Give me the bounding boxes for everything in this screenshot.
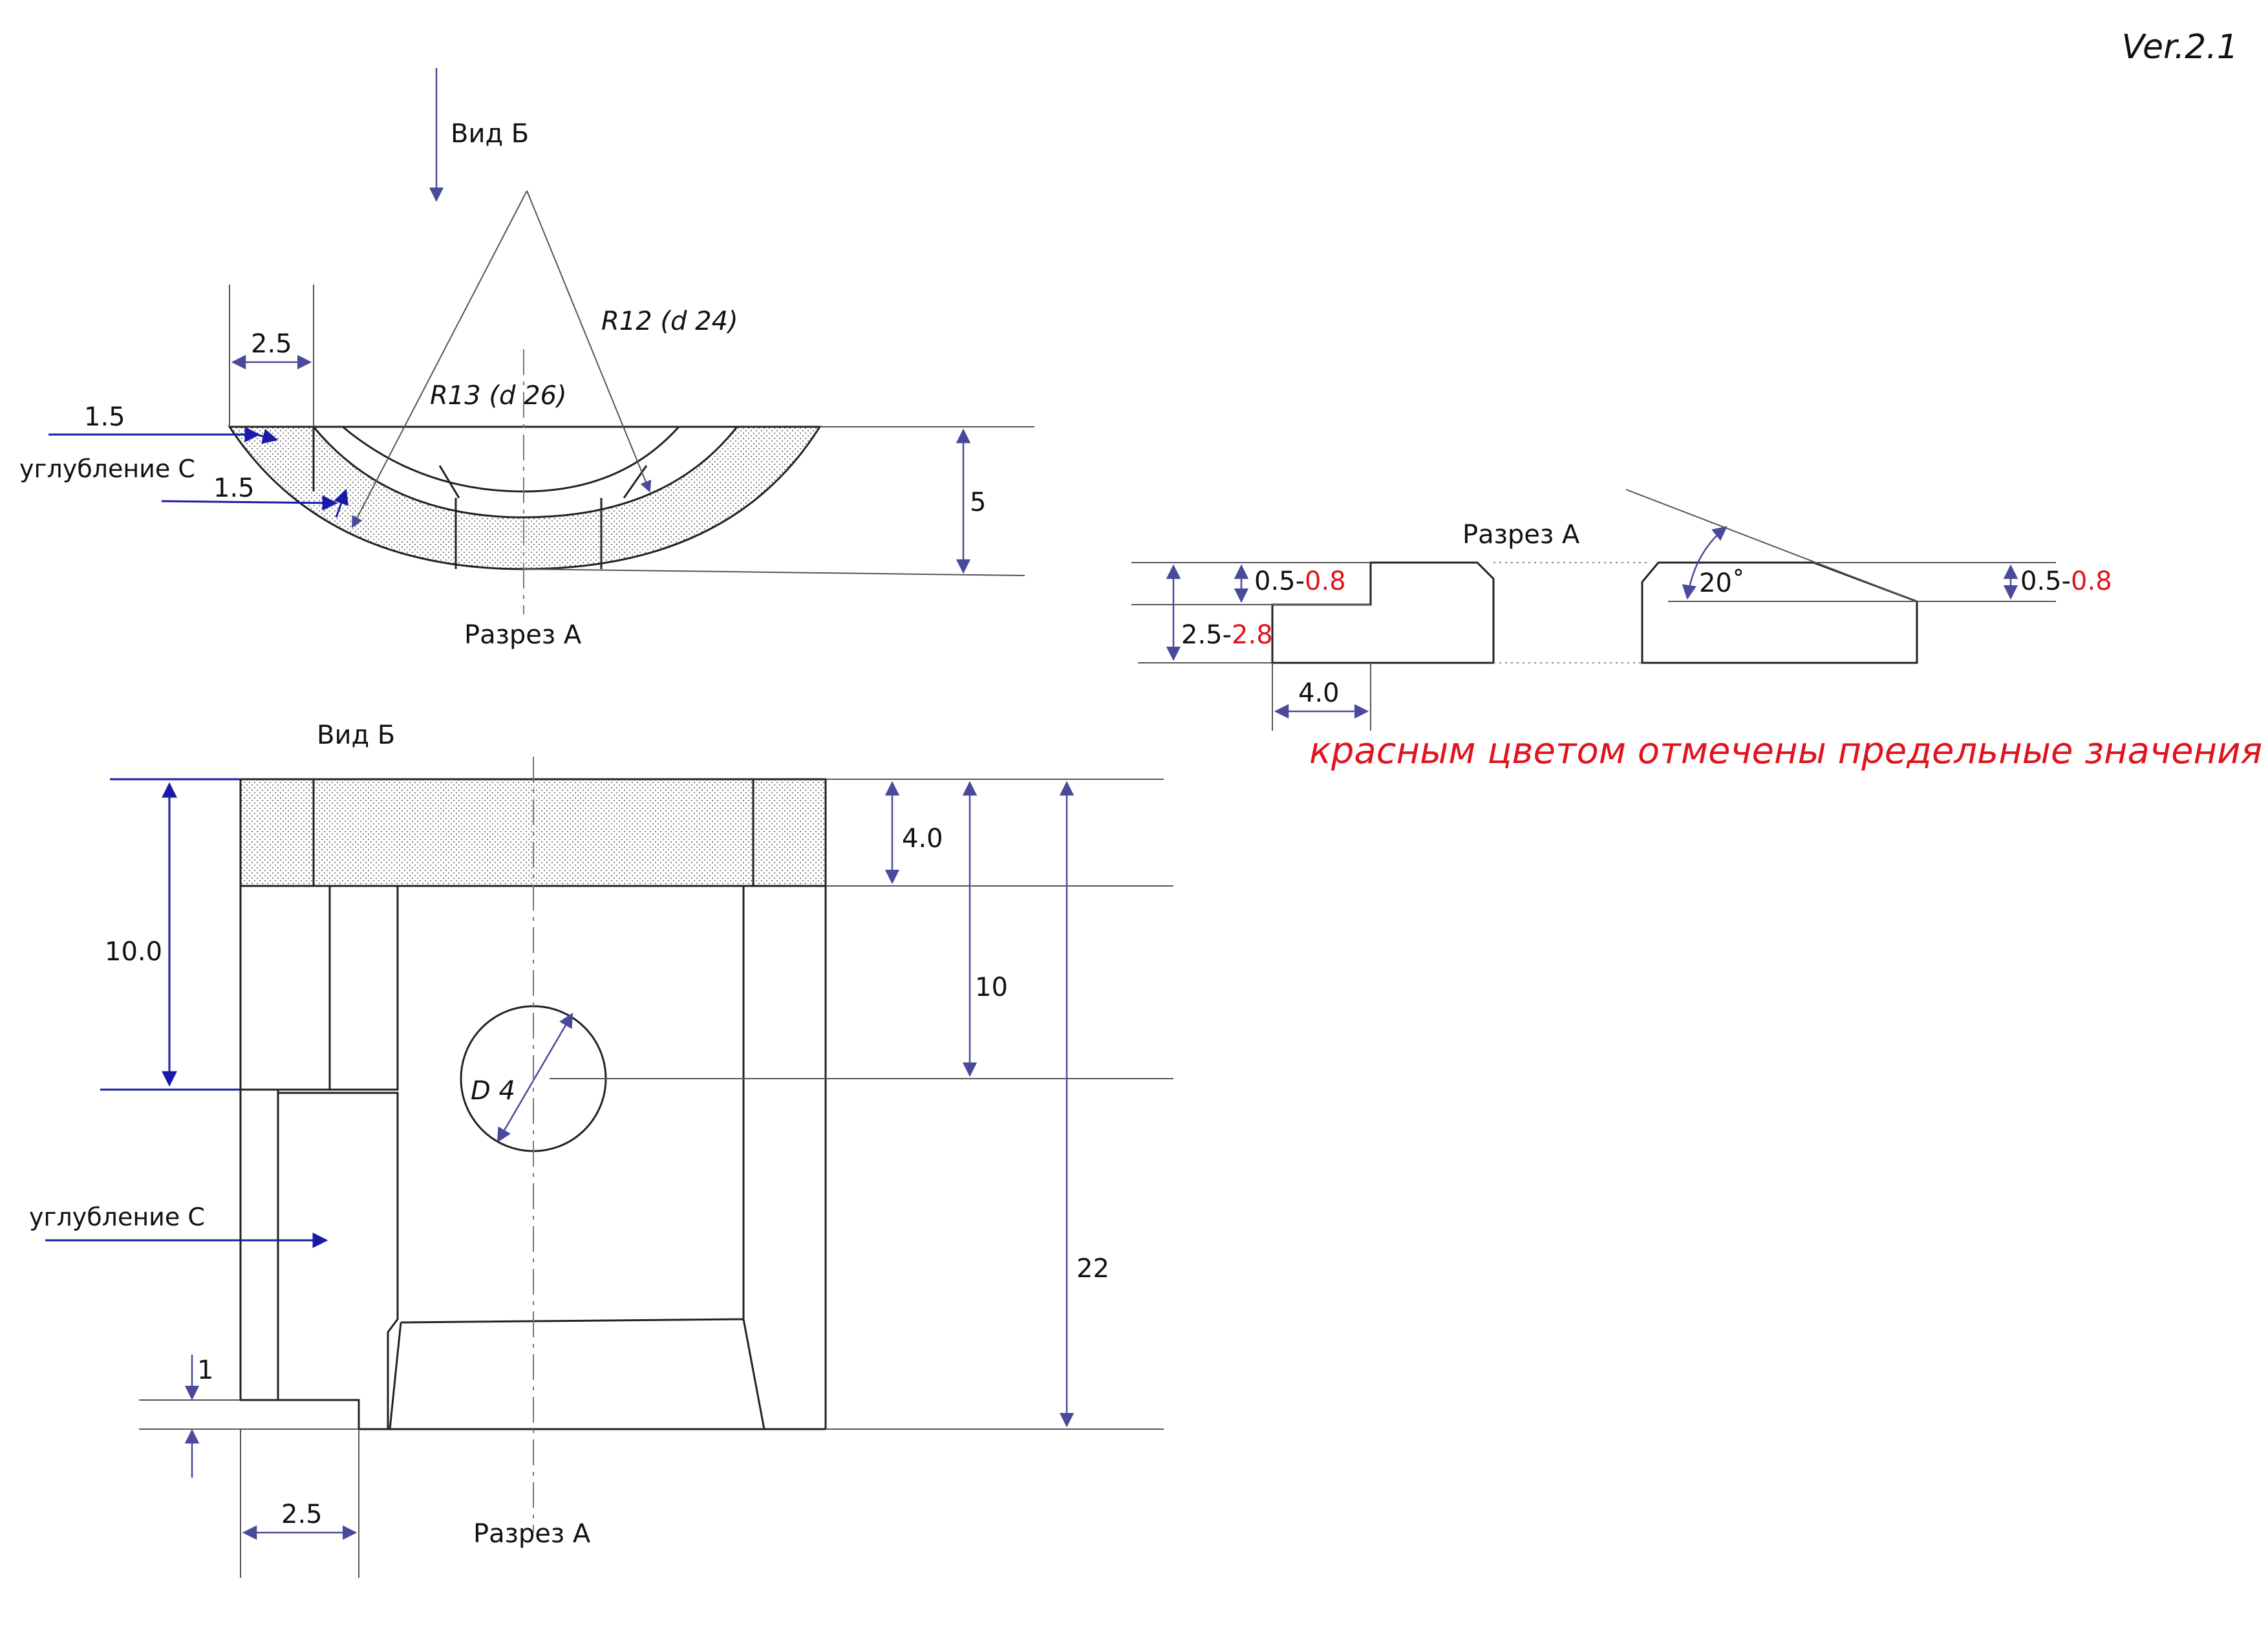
top-height-dim: 5 [970,488,986,517]
left-height-dim: 10.0 [105,937,162,967]
section-dim-top: 0.5-0.8 [1254,566,1346,596]
front-section-label: Разрез А [473,1519,591,1549]
total-height-dim: 22 [1076,1254,1109,1284]
inner-cut [311,426,740,519]
step-dim: 1 [197,1355,213,1385]
front-view-label: Вид Б [317,720,395,750]
section-a: Разрез А 20˚ 0.5-0.8 2.5-2.8 4.0 0.5-0.8… [1131,489,2262,772]
top-view-label: Вид Б [451,119,529,149]
section-a-title: Разрез А [1462,520,1580,550]
limit-values-note: красным цветом отмечены предельные значе… [1309,730,2262,772]
section-dim-width: 4.0 [1298,678,1340,708]
front-recess-label: углубление С [29,1203,205,1231]
section-dim-right: 0.5-0.8 [2020,566,2112,596]
section-angle-label: 20˚ [1699,568,1745,598]
top-section-label: Разрез А [464,620,582,650]
top-width-dim: 2.5 [251,329,292,359]
radius-outer-label: R13 (d 26) [430,381,567,411]
bottom-width-dim: 2.5 [281,1500,323,1529]
front-view: Вид Б D 4 10.0 4.0 10 22 [29,720,1173,1578]
section-dim-total: 2.5-2.8 [1181,620,1273,650]
top-view: Вид Б R13 (d 26) R12 (d 24) 2.5 1.5 углу… [19,68,1034,650]
radius-inner-label: R12 (d 24) [601,307,738,336]
hole-diameter-label: D 4 [471,1076,515,1106]
version-label: Ver.2.1 [2122,28,2238,67]
top-recess-label: углубление С [19,455,195,483]
top-step-dim-1: 1.5 [84,402,125,432]
top-step-dim-2: 1.5 [213,473,255,503]
top-band-dim: 4.0 [902,824,943,854]
to-hole-dim: 10 [975,973,1008,1002]
